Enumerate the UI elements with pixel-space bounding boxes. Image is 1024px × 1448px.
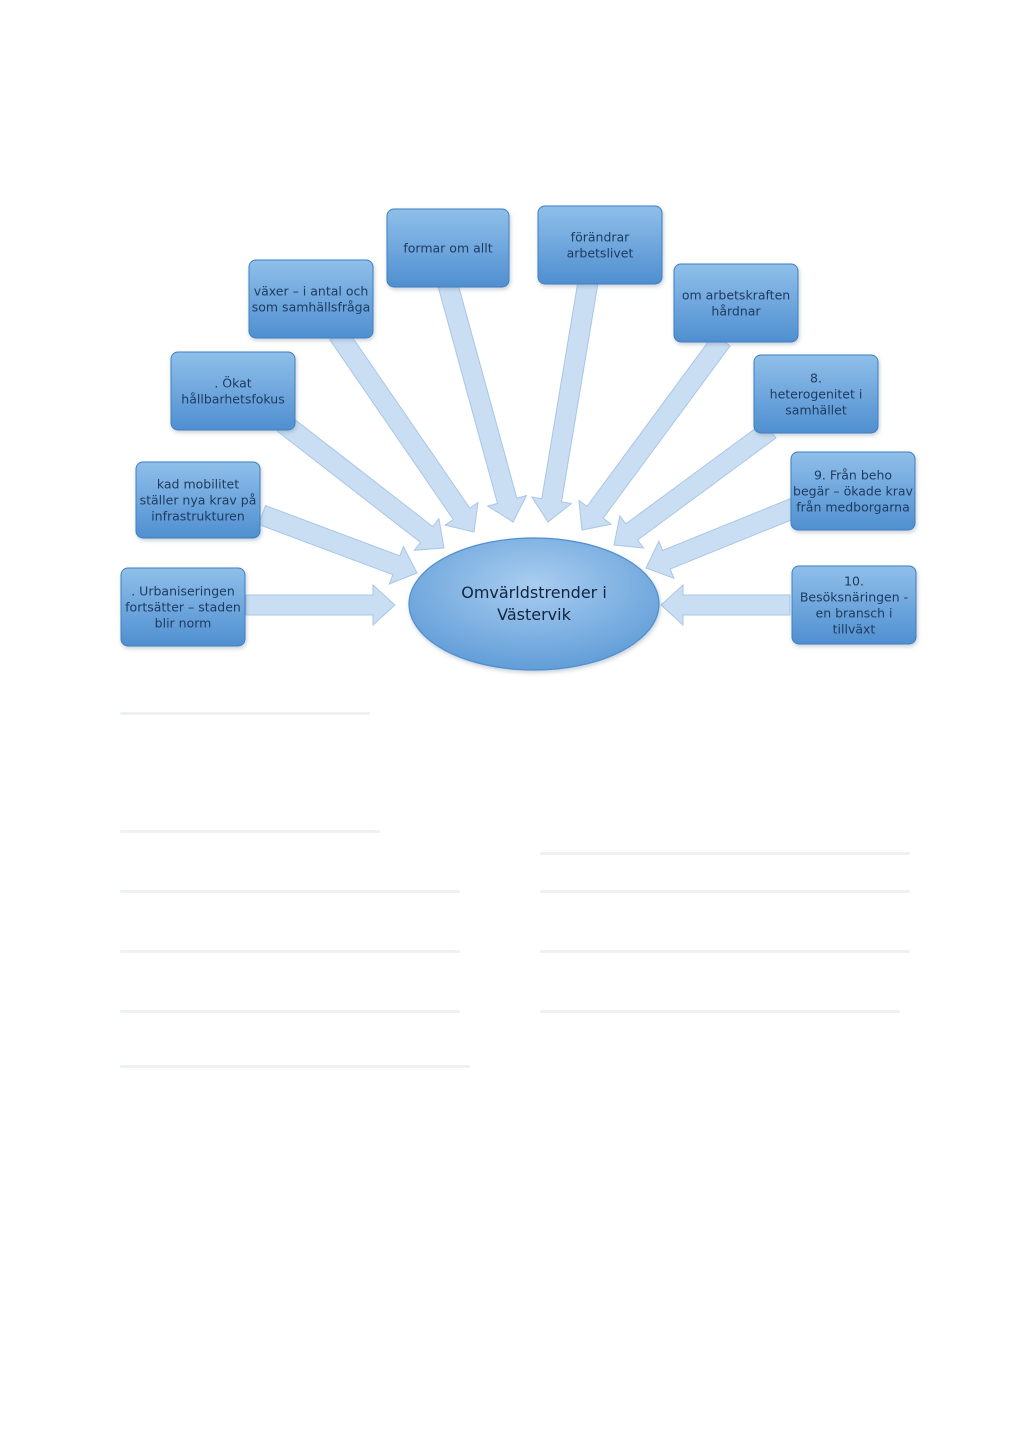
center-node: Omvärldstrender i Västervik xyxy=(408,537,660,671)
trend-box-text: begär – ökade krav xyxy=(793,484,914,499)
trend-box-text: ställer nya krav på xyxy=(140,493,257,508)
trend-box-text: Besöksnäringen - xyxy=(800,590,908,605)
trend-box-text: hållbarhetsfokus xyxy=(181,392,284,407)
center-title: Omvärldstrender i xyxy=(461,583,607,602)
trend-box-rect xyxy=(791,565,917,645)
arrow-9 xyxy=(645,498,799,580)
faint-line xyxy=(540,1010,900,1013)
trend-box-rect xyxy=(170,351,296,431)
trend-box-rect xyxy=(386,208,510,288)
arrow-8 xyxy=(613,421,777,549)
trend-box-text: samhället xyxy=(785,403,847,418)
arrow-10 xyxy=(660,583,791,627)
trend-box-rect xyxy=(537,205,663,285)
trend-box-text: 8. xyxy=(810,371,822,386)
faint-line xyxy=(540,852,910,855)
trend-box-text: en bransch i xyxy=(816,606,893,621)
trend-box-rect xyxy=(753,354,879,434)
faint-line xyxy=(120,1010,460,1013)
arrows-layer xyxy=(245,279,799,627)
arrow-2 xyxy=(257,504,418,585)
arrow-7 xyxy=(578,333,731,531)
arrow-6 xyxy=(530,279,599,523)
trend-box-text: infrastrukturen xyxy=(151,509,245,524)
center-ellipse xyxy=(408,537,660,671)
arrow-3 xyxy=(276,414,445,551)
trend-box-text: arbetslivet xyxy=(567,246,634,261)
trend-box-text: växer – i antal och xyxy=(254,284,369,299)
trend-box-5: formar om allt xyxy=(386,208,510,288)
trend-box-text: från medborgarna xyxy=(796,500,910,515)
trend-box-text: blir norm xyxy=(155,616,212,631)
trend-box-text: . Urbaniseringen xyxy=(131,584,235,599)
faint-line xyxy=(120,830,380,833)
faint-line xyxy=(120,950,460,953)
trend-box-text: 9. Från beho xyxy=(814,468,892,483)
trend-box-text: förändrar xyxy=(571,230,631,245)
trend-box-rect xyxy=(673,263,799,343)
trend-box-text: heterogenitet i xyxy=(770,387,863,402)
trend-box-rect xyxy=(248,259,374,339)
faint-line xyxy=(120,712,370,715)
arrow-1 xyxy=(245,583,396,627)
faint-line xyxy=(120,1065,470,1068)
trend-box-text: som samhällsfråga xyxy=(252,300,371,315)
trend-box-text: . Ökat xyxy=(214,375,251,391)
arrow-4 xyxy=(329,327,479,533)
faint-line xyxy=(540,890,910,893)
trend-box-text: om arbetskraften xyxy=(682,288,790,303)
trend-box-text: kad mobilitet xyxy=(157,477,239,492)
center-title: Västervik xyxy=(497,605,571,624)
trend-box-text: tillväxt xyxy=(833,622,876,637)
trend-box-rect xyxy=(120,567,246,647)
faint-line xyxy=(540,950,910,953)
trend-box-text: fortsätter – staden xyxy=(125,600,241,615)
trend-box-text: 10. xyxy=(844,574,864,589)
trend-box-text: hårdnar xyxy=(711,304,761,319)
center-layer: Omvärldstrender i Västervik xyxy=(408,537,660,671)
arrow-5 xyxy=(437,281,528,523)
trend-box-text: formar om allt xyxy=(403,241,492,256)
faint-line xyxy=(120,890,460,893)
trend-box-rect xyxy=(135,461,261,539)
trend-box-rect xyxy=(790,451,916,531)
